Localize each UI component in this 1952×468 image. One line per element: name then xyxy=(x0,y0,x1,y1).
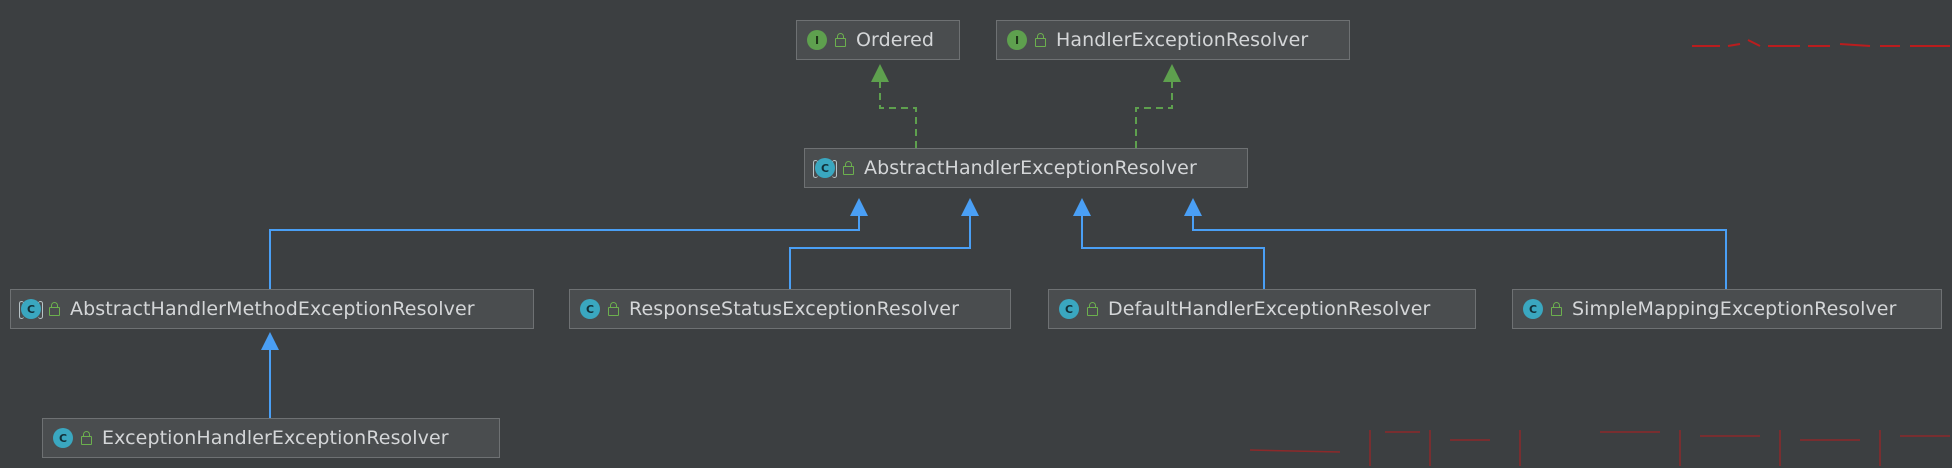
node-abstract-handler-exception-resolver[interactable]: C AbstractHandlerExceptionResolver xyxy=(804,148,1248,188)
abstract-class-icon: C xyxy=(813,158,837,178)
node-label: SimpleMappingExceptionResolver xyxy=(1572,298,1897,320)
node-handler-exception-resolver[interactable]: I HandlerExceptionResolver xyxy=(996,20,1350,60)
arrowhead-default-handler xyxy=(1073,198,1091,216)
class-icon: C xyxy=(1059,299,1079,319)
lock-icon xyxy=(835,32,846,47)
red-watermark-bottom xyxy=(1249,430,1950,466)
node-label: AbstractHandlerMethodExceptionResolver xyxy=(70,298,475,320)
node-label: HandlerExceptionResolver xyxy=(1056,29,1309,51)
lock-icon xyxy=(81,430,92,445)
node-response-status-exception-resolver[interactable]: C ResponseStatusExceptionResolver xyxy=(569,289,1011,329)
node-label: ExceptionHandlerExceptionResolver xyxy=(102,427,449,449)
arrowhead-exception-handler xyxy=(261,332,279,350)
lock-icon xyxy=(1551,301,1562,316)
arrowhead-simple-mapping xyxy=(1184,198,1202,216)
arrowhead-handler-exception-resolver xyxy=(1163,64,1181,82)
lock-icon xyxy=(1087,301,1098,316)
class-icon: C xyxy=(53,428,73,448)
lock-icon xyxy=(608,301,619,316)
extends-edge-simple-mapping xyxy=(1192,216,1727,289)
node-abstract-handler-method-exception-resolver[interactable]: C AbstractHandlerMethodExceptionResolver xyxy=(10,289,534,329)
node-default-handler-exception-resolver[interactable]: C DefaultHandlerExceptionResolver xyxy=(1048,289,1476,329)
extends-edge-default-handler xyxy=(1081,216,1265,289)
arrowhead-abstract-handler-method xyxy=(850,198,868,216)
lock-icon xyxy=(843,160,854,175)
class-icon: C xyxy=(580,299,600,319)
arrowhead-response-status xyxy=(961,198,979,216)
extends-edge-response-status xyxy=(789,216,971,289)
node-ordered[interactable]: I Ordered xyxy=(796,20,960,60)
node-exception-handler-exception-resolver[interactable]: C ExceptionHandlerExceptionResolver xyxy=(42,418,500,458)
interface-icon: I xyxy=(1007,30,1027,50)
lock-icon xyxy=(49,301,60,316)
arrowhead-ordered xyxy=(871,64,889,82)
red-watermark-top xyxy=(1692,39,1950,47)
interface-icon: I xyxy=(807,30,827,50)
node-label: DefaultHandlerExceptionResolver xyxy=(1108,298,1431,320)
class-icon: C xyxy=(1523,299,1543,319)
node-label: AbstractHandlerExceptionResolver xyxy=(864,157,1197,179)
extends-edge-abstract-handler-method xyxy=(269,216,860,289)
implements-edge-handler-exception-resolver xyxy=(1135,82,1173,148)
abstract-class-icon: C xyxy=(19,299,43,319)
node-label: Ordered xyxy=(856,29,935,51)
node-label: ResponseStatusExceptionResolver xyxy=(629,298,959,320)
lock-icon xyxy=(1035,32,1046,47)
node-simple-mapping-exception-resolver[interactable]: C SimpleMappingExceptionResolver xyxy=(1512,289,1942,329)
implements-edge-ordered xyxy=(879,82,917,148)
